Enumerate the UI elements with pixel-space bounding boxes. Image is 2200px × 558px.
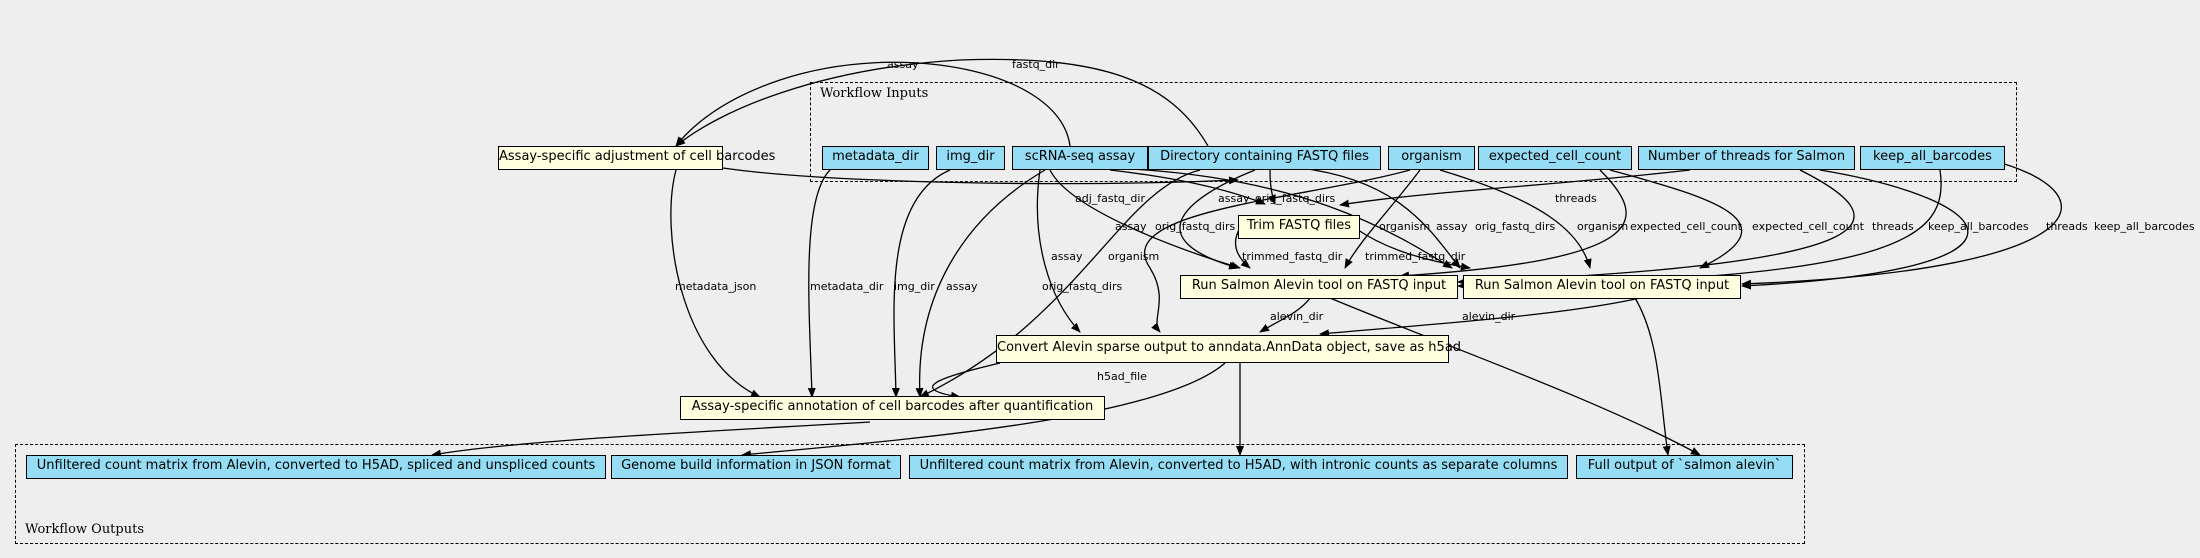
output-intronic-counts[interactable]: Unfiltered count matrix from Alevin, con… [909,455,1568,479]
edge-alevin1-to-convert [1259,297,1311,333]
edge-convert-to-genome [741,362,1226,459]
edge-adjust-to-trim [722,167,1239,185]
edge-label-img-dir: img_dir [894,280,935,293]
edge-label-organism-3: organism [1108,250,1159,263]
edge-fastqdir-to-trim [1268,167,1276,205]
workflow-outputs-cluster: Workflow Outputs [15,444,1805,544]
step-salmon-alevin-1[interactable]: Run Salmon Alevin tool on FASTQ input [1180,275,1458,299]
edge-alevin2-to-convert [1319,297,1641,338]
input-organism[interactable]: organism [1388,146,1475,170]
edge-label-fastq-dir: fastq_dir [1012,58,1060,71]
edge-label-assay-5: assay [1051,250,1083,263]
edge-label-assay-4: assay [1436,220,1468,233]
edge-label-alevin-dir-2: alevin_dir [1462,310,1516,323]
step-adjust-cell-barcodes[interactable]: Assay-specific adjustment of cell barcod… [498,146,775,170]
workflow-inputs-label: Workflow Inputs [820,86,929,101]
edge-fastqdir-to-alevin2 [1299,167,1461,269]
edge-assay-to-trim [1109,169,1266,205]
edge-fastqdir-to-alevin1 [1179,169,1256,270]
edge-expected-to-alevin2 [1609,169,1743,269]
step-convert-to-h5ad[interactable]: Convert Alevin sparse output to anndata.… [996,335,1461,363]
edge-orig-to-annotate [919,169,1201,398]
input-fastq-directory[interactable]: Directory containing FASTQ files [1148,146,1381,170]
edge-label-organism-1: organism [1379,220,1430,233]
edge-keep-to-alevin2 [1741,159,2062,288]
edge-threads-to-trim [1339,169,1691,208]
output-salmon-alevin-full[interactable]: Full output of `salmon alevin` [1576,455,1793,479]
edge-label-trimmed-2: trimmed_fastq_dir [1365,250,1466,263]
edge-label-assay-1: assay [887,58,919,71]
edge-label-threads-2: threads [1872,220,1914,233]
step-salmon-alevin-2[interactable]: Run Salmon Alevin tool on FASTQ input [1463,275,1741,299]
edge-label-metadata-dir: metadata_dir [810,280,884,293]
edge-alevin1-to-salmon [1329,297,1701,456]
input-metadata-dir[interactable]: metadata_dir [822,146,929,170]
edge-assay-to-annotate [915,169,1046,398]
edge-label-trimmed-1: trimmed_fastq_dir [1242,250,1343,263]
edge-convert-to-annotate [932,362,1001,400]
workflow-outputs-label: Workflow Outputs [25,522,144,537]
workflow-inputs-cluster: Workflow Inputs [810,82,2017,182]
edge-label-expected-1: expected_cell_count [1630,220,1743,233]
input-keep-all-barcodes[interactable]: keep_all_barcodes [1860,146,2005,170]
edge-label-organism-2: organism [1577,220,1628,233]
edge-label-keep-1: keep_all_barcodes [1928,220,2029,233]
edge-label-orig-fastq-dirs-2: orig_fastq_dirs [1155,220,1235,233]
step-annotate-cell-barcodes[interactable]: Assay-specific annotation of cell barcod… [680,396,1105,420]
edge-label-h5ad-file: h5ad_file [1097,370,1147,383]
edge-label-assay-2: assay [1218,192,1250,205]
edge-label-adj-fastq-dir: adj_fastq_dir [1075,192,1145,205]
edge-assay-to-convert [1036,169,1081,333]
edge-alevin2-to-salmon [1634,297,1671,456]
edge-imgdir-to-annotate [891,169,951,398]
edge-label-expected-2: expected_cell_count [1752,220,1865,233]
output-genome-build[interactable]: Genome build information in JSON format [611,455,901,479]
edge-organism-to-alevin1 [1344,169,1421,269]
edge-label-assay-6: assay [946,280,978,293]
edge-threads-to-alevin1 [1457,169,1855,286]
edge-label-keep-2: keep_all_barcodes [2094,220,2195,233]
edge-label-assay-3: assay [1115,220,1147,233]
edge-assay-to-adjust [675,61,1071,147]
edge-organism-to-convert [1143,169,1411,333]
edge-adjust-to-annotate [670,169,761,398]
input-img-dir[interactable]: img_dir [936,146,1005,170]
output-spliced-unspliced[interactable]: Unfiltered count matrix from Alevin, con… [26,455,606,479]
edge-label-orig-fastq-dirs-3: orig_fastq_dirs [1475,220,1555,233]
input-scrna-seq-assay[interactable]: scRNA-seq assay [1012,146,1148,170]
edge-assay-to-alevin2 [1109,167,1453,269]
step-trim-fastq[interactable]: Trim FASTQ files [1238,215,1360,239]
edge-label-orig-fastq-dirs-1: orig_fastq_dirs [1255,192,1335,205]
edge-label-alevin-dir-1: alevin_dir [1270,310,1324,323]
edge-label-metadata-json: metadata_json [675,280,756,293]
edge-metadatadir-to-annotate [807,169,831,398]
edge-label-threads-1: threads [1555,192,1597,205]
edge-annotate-to-spliced [431,421,871,458]
edge-trim-to-alevin2 [1354,227,1471,271]
edge-label-threads-3: threads [2046,220,2088,233]
edge-fastqdir-to-adjust [675,58,1209,147]
input-threads[interactable]: Number of threads for Salmon [1638,146,1855,170]
edge-organism-to-alevin2 [1439,169,1592,269]
input-expected-cell-count[interactable]: expected_cell_count [1478,146,1632,170]
edge-label-orig-fastq-dirs-4: orig_fastq_dirs [1042,280,1122,293]
edge-expected-to-alevin1 [1399,169,1627,280]
